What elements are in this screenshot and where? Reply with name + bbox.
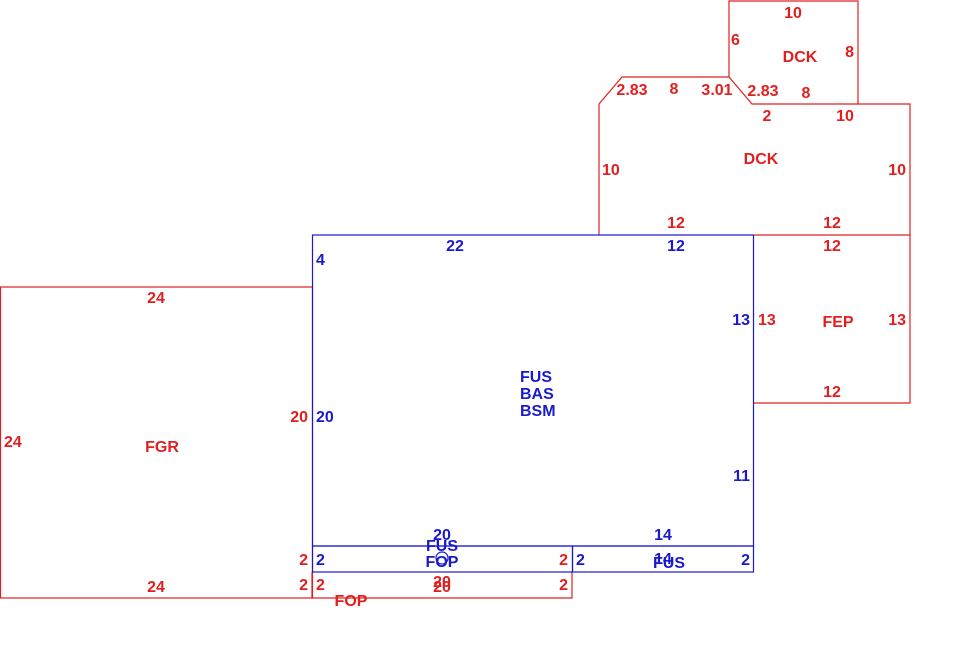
- dck-small-diag-dim: 2.83: [747, 83, 778, 100]
- main-code-bsm: BSM: [520, 403, 556, 420]
- dck-large-top-dim-d: 2: [763, 108, 772, 125]
- dck-large-top-dim-e: 10: [836, 108, 854, 125]
- dck-large-top-dim-c: 3.01: [701, 82, 732, 99]
- fop-left-code: FOP: [426, 554, 459, 571]
- dck-large-left-dim: 10: [602, 162, 620, 179]
- fgr-bottom-dim: 24: [147, 579, 165, 596]
- fop-bottom-bottom-dim: 20: [433, 579, 451, 596]
- fop-bottom-right-dim: 2: [559, 577, 568, 594]
- fop-left-outer-dim: 2: [299, 552, 308, 569]
- main-right-dim-a: 13: [732, 312, 750, 329]
- fop-bottom-code: FOP: [335, 593, 368, 610]
- main-bottom-dim-b: 14: [654, 527, 672, 544]
- dck-large-bottom-dim-b: 12: [823, 215, 841, 232]
- fop-marker: [435, 551, 449, 565]
- fgr-top-dim: 24: [147, 290, 165, 307]
- fus-right-bottom-dim: 14: [654, 551, 672, 568]
- dck-large-code: DCK: [744, 151, 779, 168]
- main-left-dim: 20: [316, 409, 334, 426]
- fep-code: FEP: [822, 314, 853, 331]
- fep-right-dim: 13: [888, 312, 906, 329]
- fus-right-right-dim: 2: [741, 552, 750, 569]
- fus-right-code: FUS: [653, 555, 685, 572]
- fus-left-right-dim: 2: [559, 552, 568, 569]
- main-bottom-dim-a: 20: [433, 527, 451, 544]
- fop-bottom-outline: [311, 572, 573, 599]
- dck-large-bottom-dim-a: 12: [667, 215, 685, 232]
- main-left-top-dim: 4: [316, 252, 325, 269]
- dck-small-top-dim: 10: [784, 5, 802, 22]
- fgr-code: FGR: [145, 439, 179, 456]
- fop-bottom-left-dim: 2: [316, 577, 325, 594]
- main-top-dim-a: 22: [446, 238, 464, 255]
- fgr-left-dim: 24: [4, 434, 22, 451]
- fep-bottom-dim: 12: [823, 384, 841, 401]
- fep-left-dim: 13: [758, 312, 776, 329]
- dck-large-right-dim: 10: [888, 162, 906, 179]
- main-code-fus: FUS: [520, 369, 552, 386]
- fep-top-dim: 12: [823, 238, 841, 255]
- fop-bottom-top-dim: 20: [433, 574, 451, 591]
- fus-right-left-dim: 2: [576, 552, 585, 569]
- dck-small-code: DCK: [783, 49, 818, 66]
- fus-left-code: FUS: [426, 538, 458, 555]
- fus-left-left-dim: 2: [316, 552, 325, 569]
- dck-small-outline: [728, 0, 859, 104]
- main-code-bas: BAS: [520, 386, 554, 403]
- main-top-dim-b: 12: [667, 238, 685, 255]
- dck-large-top-dim-a: 2.83: [616, 82, 647, 99]
- dck-small-left-dim: 6: [731, 32, 740, 49]
- fus-strip-right-outline: [571, 545, 755, 573]
- fgr-right-dim: 20: [290, 409, 308, 426]
- fop-bottom-outer-left-dim: 2: [299, 577, 308, 594]
- main-right-dim-b: 11: [733, 468, 750, 485]
- dck-small-bottom-dim: 8: [802, 85, 811, 102]
- dck-small-right-dim: 8: [845, 44, 854, 61]
- dck-large-top-dim-b: 8: [670, 81, 679, 98]
- fep-porch-outline: [754, 234, 911, 404]
